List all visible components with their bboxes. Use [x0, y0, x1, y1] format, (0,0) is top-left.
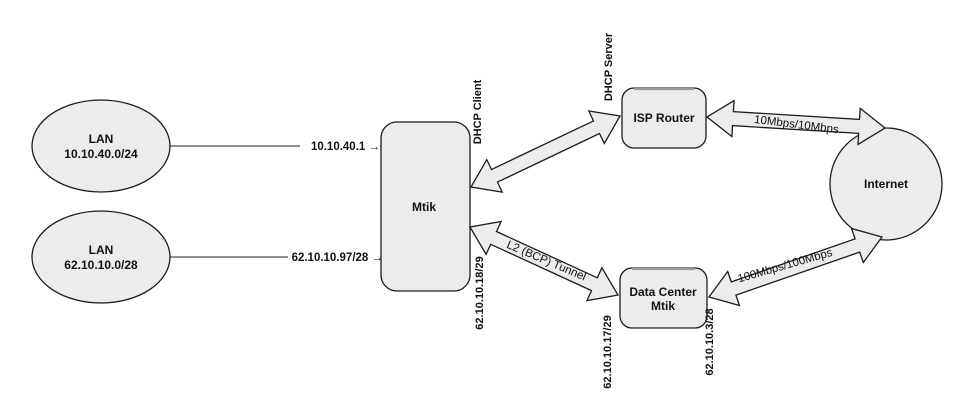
tunnel-label: L2 (BCP) Tunnel: [505, 239, 588, 283]
mtik-datacenter-tunnel-arrow: [468, 220, 620, 302]
isp-internet-arrow: [705, 99, 887, 146]
lan2-gateway-label-mask: [288, 250, 383, 264]
lan1-node: [31, 99, 171, 193]
mtik-node: [380, 121, 471, 292]
internet-label: Internet: [864, 177, 908, 191]
mtik-isp-arrow: [469, 110, 622, 193]
datacenter-mtik-label-line2: Mtik: [651, 299, 675, 313]
lan2-node: [31, 210, 171, 304]
lan1-label-line1: LAN: [89, 132, 114, 146]
mtik-wan-ip-label: 62.10.10.18/29: [474, 256, 486, 329]
isp-router-label: ISP Router: [633, 111, 694, 125]
datacenter-mtik-label-line1: Data Center: [629, 285, 697, 299]
mtik-label: Mtik: [412, 200, 436, 214]
dhcp-client-label: DHCP Client: [472, 79, 484, 144]
lan2-label-line1: LAN: [89, 243, 114, 257]
dhcp-server-label: DHCP Server: [603, 32, 615, 101]
lan1-gateway-label: 10.10.40.1 →: [311, 141, 380, 153]
lan2-gateway-label: 62.10.10.97/28 →: [292, 252, 383, 264]
lan1-gateway-label-mask: [300, 139, 380, 153]
datacenter-wan-ip-label: 62.10.10.3/28: [704, 308, 716, 375]
lan1-label-line2: 10.10.40.0/24: [64, 147, 138, 161]
lan2-label-line2: 62.10.10.0/28: [64, 258, 138, 272]
datacenter-tunnel-ip-label: 62.10.10.17/29: [602, 315, 614, 388]
datacenter-internet-arrow: [707, 227, 884, 307]
